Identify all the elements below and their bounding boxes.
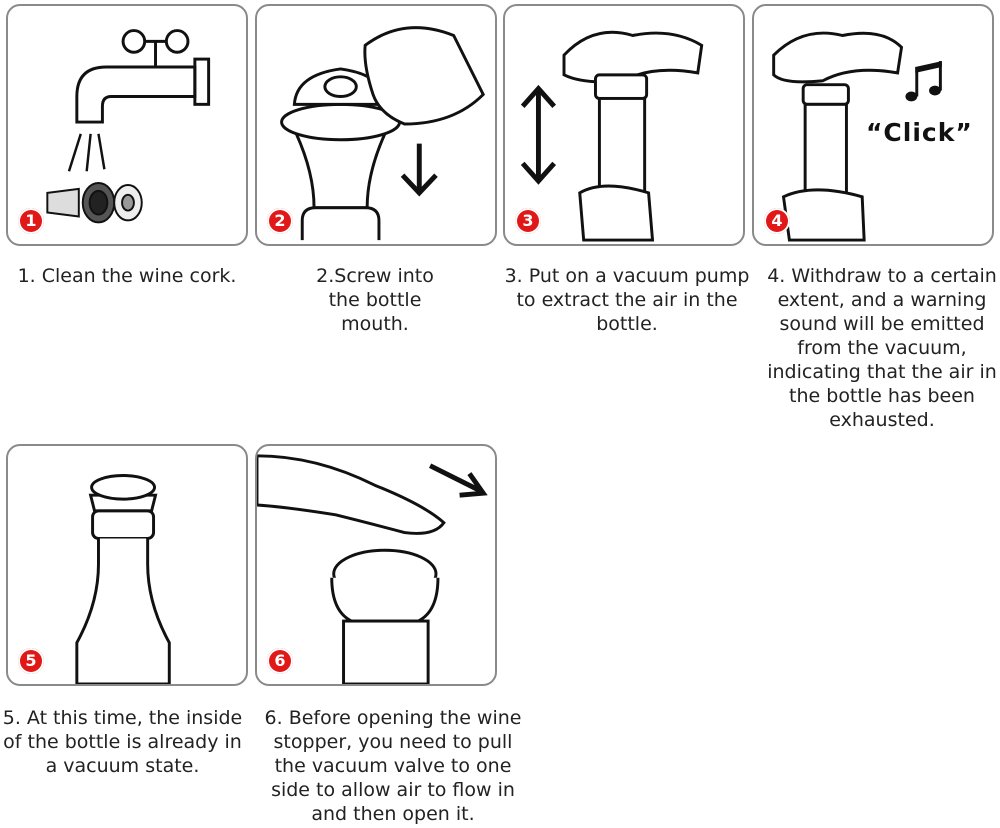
step-1-caption: 1. Clean the wine cork. <box>17 265 237 287</box>
step-number-badge: 3 <box>515 208 541 234</box>
step-3-caption: 3. Put on a vacuum pump to extract the a… <box>504 265 750 335</box>
step-4-panel: “Click” 4 <box>752 4 994 246</box>
step-2-caption: 2.Screw into the bottle mouth. <box>316 265 434 335</box>
sealed-bottle-illustration <box>75 474 171 684</box>
step-2-panel: 2 <box>255 4 497 246</box>
faucet-icon <box>75 29 211 124</box>
step-number-badge: 4 <box>764 208 790 234</box>
step-5-caption: 5. At this time, the inside of the bottl… <box>2 707 243 777</box>
step-6-caption: 6. Before opening the wine stopper, you … <box>264 707 522 825</box>
step-number-badge: 2 <box>267 208 293 234</box>
step-number-badge: 6 <box>267 648 293 674</box>
vacuum-click-illustration <box>772 31 942 242</box>
step-4-caption: 4. Withdraw to a certain extent, and a w… <box>767 265 997 431</box>
cork-icon <box>46 182 143 224</box>
right-arrow-icon <box>428 463 488 498</box>
music-note-icon <box>905 61 942 102</box>
step-number-badge: 5 <box>18 648 44 674</box>
vacuum-pump-illustration <box>520 30 704 242</box>
click-sound-label: “Click” <box>866 118 973 147</box>
cork-screw-illustration <box>280 26 485 241</box>
release-valve-illustration <box>257 454 488 684</box>
step-number-badge: 1 <box>18 208 44 234</box>
step-3-panel: 3 <box>503 4 745 246</box>
faucet-illustration <box>46 29 211 224</box>
step-5-panel: 5 <box>6 444 248 686</box>
double-arrow-icon <box>520 84 557 185</box>
down-arrow-icon <box>400 143 438 197</box>
step-6-panel: 6 <box>255 444 497 686</box>
step-1-panel: 1 <box>6 4 248 246</box>
